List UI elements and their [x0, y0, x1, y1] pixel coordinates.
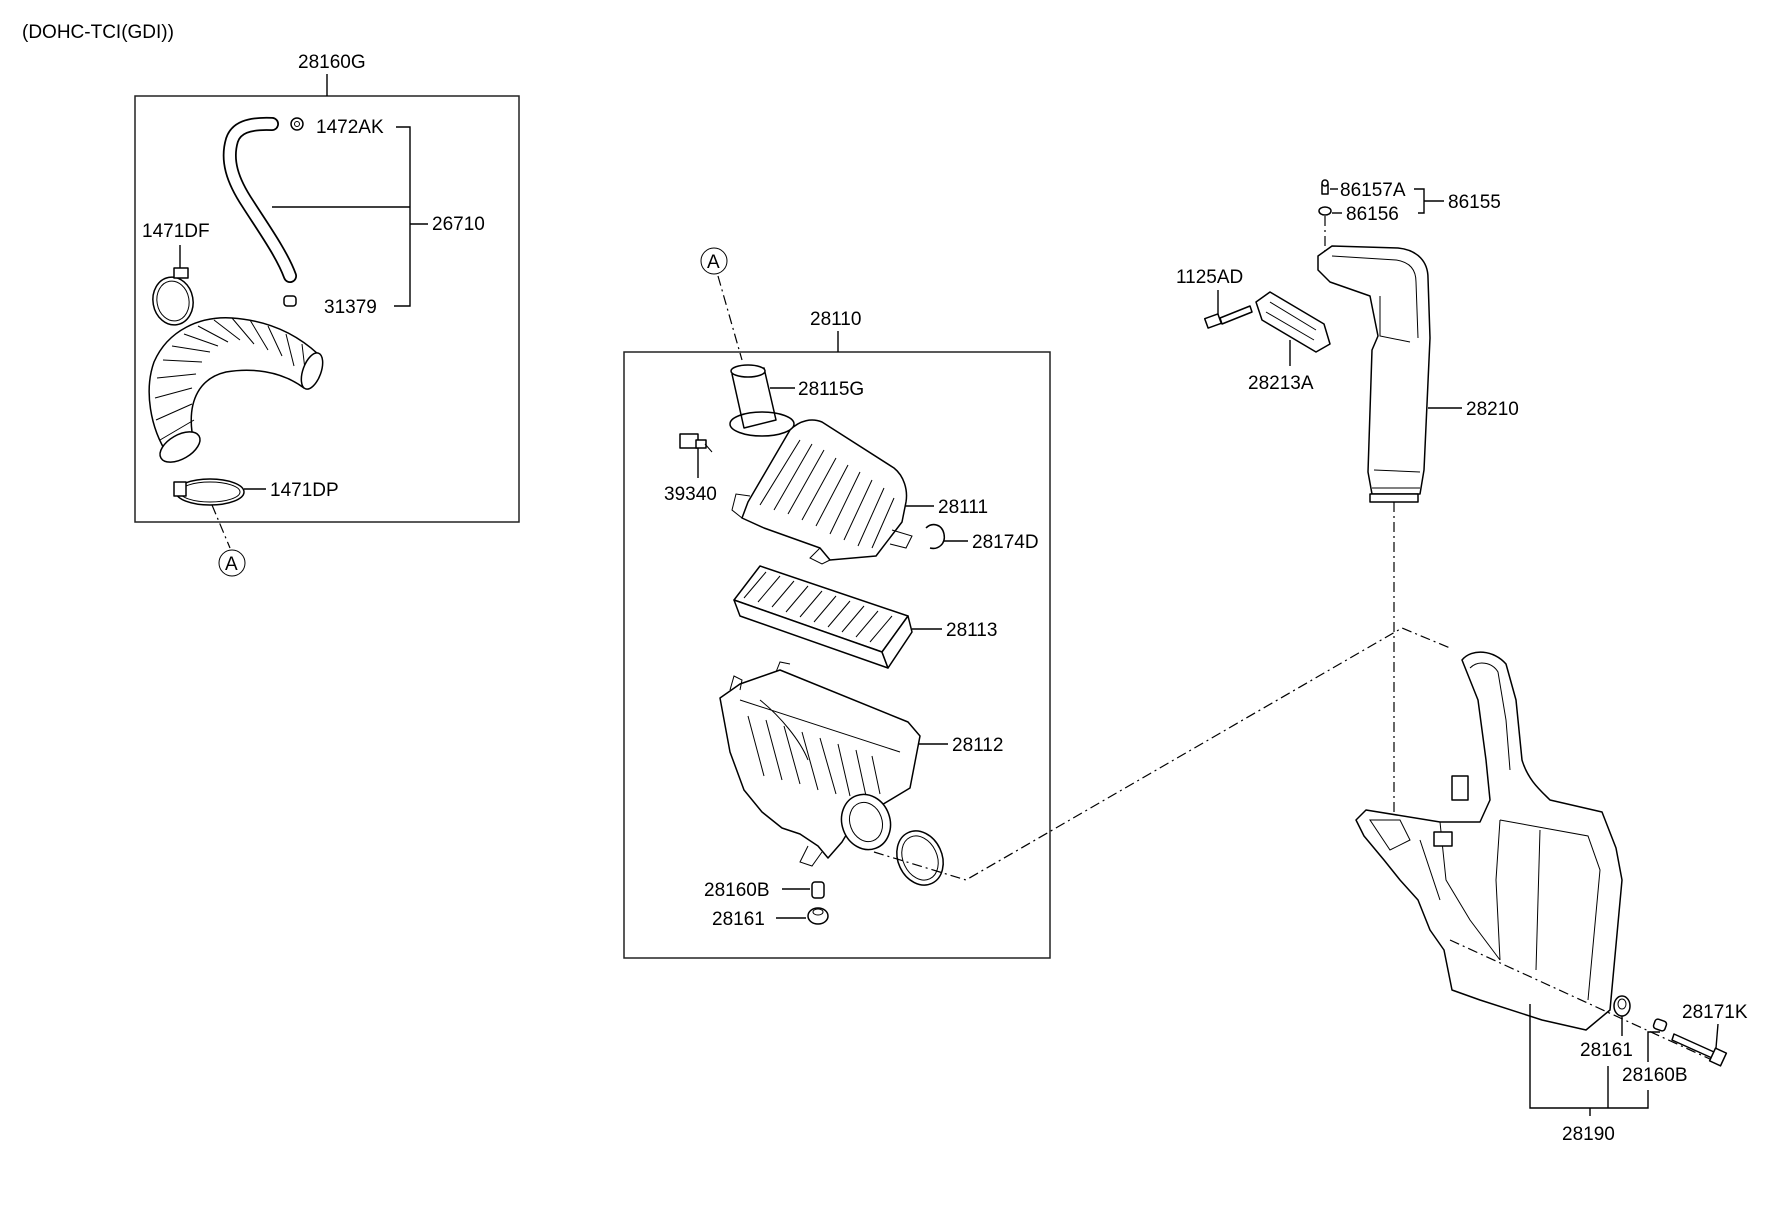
callout-28174D: 28174D: [972, 532, 1039, 553]
callout-1471DF: 1471DF: [142, 221, 210, 242]
breather-hose: [222, 116, 297, 283]
grommet-28160B-right: [1652, 1018, 1668, 1032]
outlet-clamp-ring: [896, 830, 944, 886]
callout-28160G: 28160G: [298, 52, 366, 73]
callout-1472AK: 1472AK: [316, 117, 384, 138]
leader-28171K: [1715, 1023, 1719, 1049]
bracket-28190: [1529, 1004, 1649, 1109]
leader-28160B-right: [1647, 1031, 1660, 1062]
engine-variant-label: (DOHC-TCI(GDI)): [22, 22, 174, 43]
callout-86157A: 86157A: [1340, 180, 1406, 201]
resonator-duct-28115G: [729, 364, 795, 437]
callout-31379: 31379: [324, 297, 377, 318]
air-cleaner-body-28112: [719, 661, 921, 867]
connection-line-outlet: [873, 627, 1451, 881]
grommet-28160B-center: [811, 881, 825, 899]
air-cleaner-assembly-frame: [623, 351, 1051, 959]
corrugated-intake-hose: [148, 317, 324, 463]
callout-28111: 28111: [938, 497, 988, 518]
inlet-duct-28210: [1317, 245, 1431, 503]
callout-1471DP: 1471DP: [270, 480, 339, 501]
clamp-1471DP: [173, 478, 245, 506]
bolt-1125AD: [1203, 305, 1253, 329]
clip-1472AK: [290, 117, 304, 131]
sensor-39340: [679, 433, 713, 453]
clip-31379: [283, 295, 297, 307]
bolt-axis-line: [1449, 939, 1713, 1061]
callout-28113: 28113: [946, 620, 997, 641]
bracket-28213A: [1255, 291, 1331, 353]
clip-28174D: [925, 523, 946, 550]
air-cleaner-cover-28111: [731, 419, 913, 565]
bracket-26710: [394, 126, 411, 307]
screw-86157A: [1321, 179, 1329, 195]
callout-28110: 28110: [810, 309, 861, 330]
bracket-86155: [1414, 188, 1425, 214]
grommet-28161-right: [1613, 995, 1631, 1017]
callout-28161-right: 28161: [1580, 1040, 1633, 1061]
callout-28190: 28190: [1562, 1124, 1615, 1145]
reference-marker-a-center-text: A: [707, 252, 720, 273]
reference-marker-a-left-text: A: [225, 554, 238, 575]
callout-28112: 28112: [952, 735, 1003, 756]
reference-marker-a-left: [218, 549, 246, 577]
callout-26710: 26710: [432, 214, 485, 235]
callout-86155: 86155: [1448, 192, 1501, 213]
connection-line-a-center: [717, 275, 743, 361]
bolt-28171K: [1671, 1033, 1728, 1067]
connection-line-a-left: [211, 504, 231, 549]
callout-28160B-center: 28160B: [704, 880, 770, 901]
reference-marker-a-center: [700, 247, 728, 275]
callout-28160B-right: 28160B: [1622, 1065, 1688, 1086]
callout-28115G: 28115G: [798, 379, 864, 400]
air-filter-element-28113: [733, 565, 913, 669]
resonator-body-28190: [1355, 651, 1623, 1031]
callout-28213A: 28213A: [1248, 373, 1314, 394]
washer-86156: [1318, 206, 1332, 216]
callout-1125AD: 1125AD: [1176, 267, 1243, 288]
clamp-1471DF: [152, 267, 194, 326]
callout-28210: 28210: [1466, 399, 1519, 420]
callout-86156: 86156: [1346, 204, 1399, 225]
callout-39340: 39340: [664, 484, 717, 505]
callout-28171K: 28171K: [1682, 1002, 1748, 1023]
callout-28161-center: 28161: [712, 909, 765, 930]
grommet-28161-center: [807, 907, 829, 925]
